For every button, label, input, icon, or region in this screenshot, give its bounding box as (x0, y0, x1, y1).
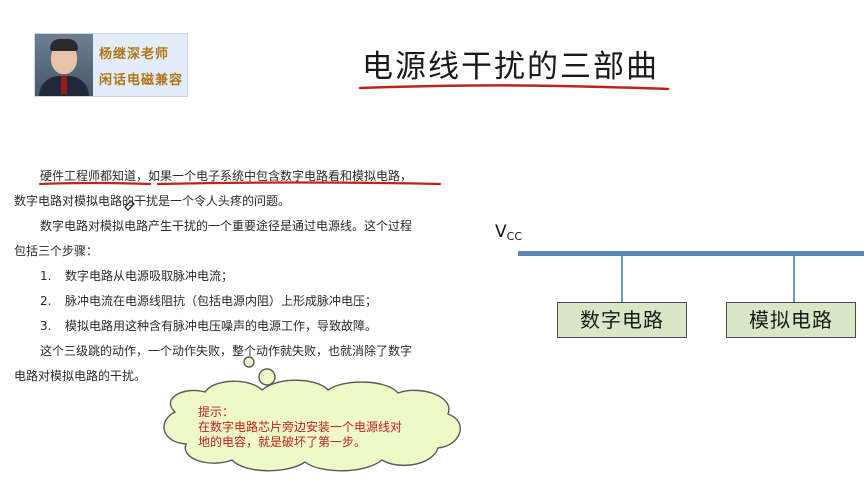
paragraph-2-line-1: 数字电路对模拟电路产生干扰的一个重要途径是通过电源线。这个过程 (40, 219, 413, 233)
underline-phrase-1 (38, 181, 152, 186)
presenter-badge: 杨继深老师 闲话电磁兼容 (34, 33, 188, 97)
thought-bubble-large (258, 368, 276, 386)
pen-cursor-mark (124, 200, 135, 211)
digital-circuit-box: 数字电路 (557, 302, 687, 338)
title-underline (358, 84, 670, 91)
step-3: 3.模拟电路用这种含有脉冲电压噪声的电源工作，导致故障。 (40, 319, 378, 333)
step-1: 1.数字电路从电源吸取脉冲电流； (40, 269, 234, 283)
vcc-label: VCC (495, 222, 523, 243)
series-name: 闲话电磁兼容 (99, 73, 184, 88)
paragraph-3-line-1: 这个三级跳的动作，一个动作失败，整个动作就失败，也就消除了数字 (40, 344, 413, 358)
slide-body: 硬件工程师都知道，如果一个电子系统中包含数字电路看和模拟电路， 数字电路对模拟电… (14, 164, 464, 389)
paragraph-1-line-1: 硬件工程师都知道，如果一个电子系统中包含数字电路看和模拟电路， (40, 169, 413, 183)
paragraph-3-line-2: 电路对模拟电路的干扰。 (14, 369, 147, 383)
slide-title: 电源线干扰的三部曲 (362, 49, 659, 85)
digital-supply-line (621, 256, 623, 302)
underline-phrase-2 (156, 181, 442, 186)
hint-text: 提示： 在数字电路芯片旁边安装一个电源线对 地的电容，就是破坏了第一步。 (198, 405, 438, 450)
hint-line-1: 在数字电路芯片旁边安装一个电源线对 (198, 420, 403, 434)
power-bus-line (518, 251, 864, 256)
portrait-hair (50, 39, 78, 51)
hint-label: 提示： (198, 405, 235, 419)
step-2: 2.脉冲电流在电源线阻抗（包括电源内阻）上形成脉冲电压； (40, 294, 378, 308)
presenter-name: 杨继深老师 (99, 47, 170, 62)
paragraph-1-line-2: 数字电路对模拟电路的干扰是一个令人头疼的问题。 (14, 194, 291, 208)
portrait-tie (61, 76, 67, 94)
analog-supply-line (793, 256, 795, 302)
presenter-portrait (35, 34, 93, 96)
cloud-shape (163, 379, 461, 472)
paragraph-2-line-2: 包括三个步骤： (14, 244, 99, 258)
hint-line-2: 地的电容，就是破坏了第一步。 (198, 435, 367, 449)
analog-circuit-box: 模拟电路 (726, 302, 856, 338)
thought-bubble-small (243, 356, 255, 368)
